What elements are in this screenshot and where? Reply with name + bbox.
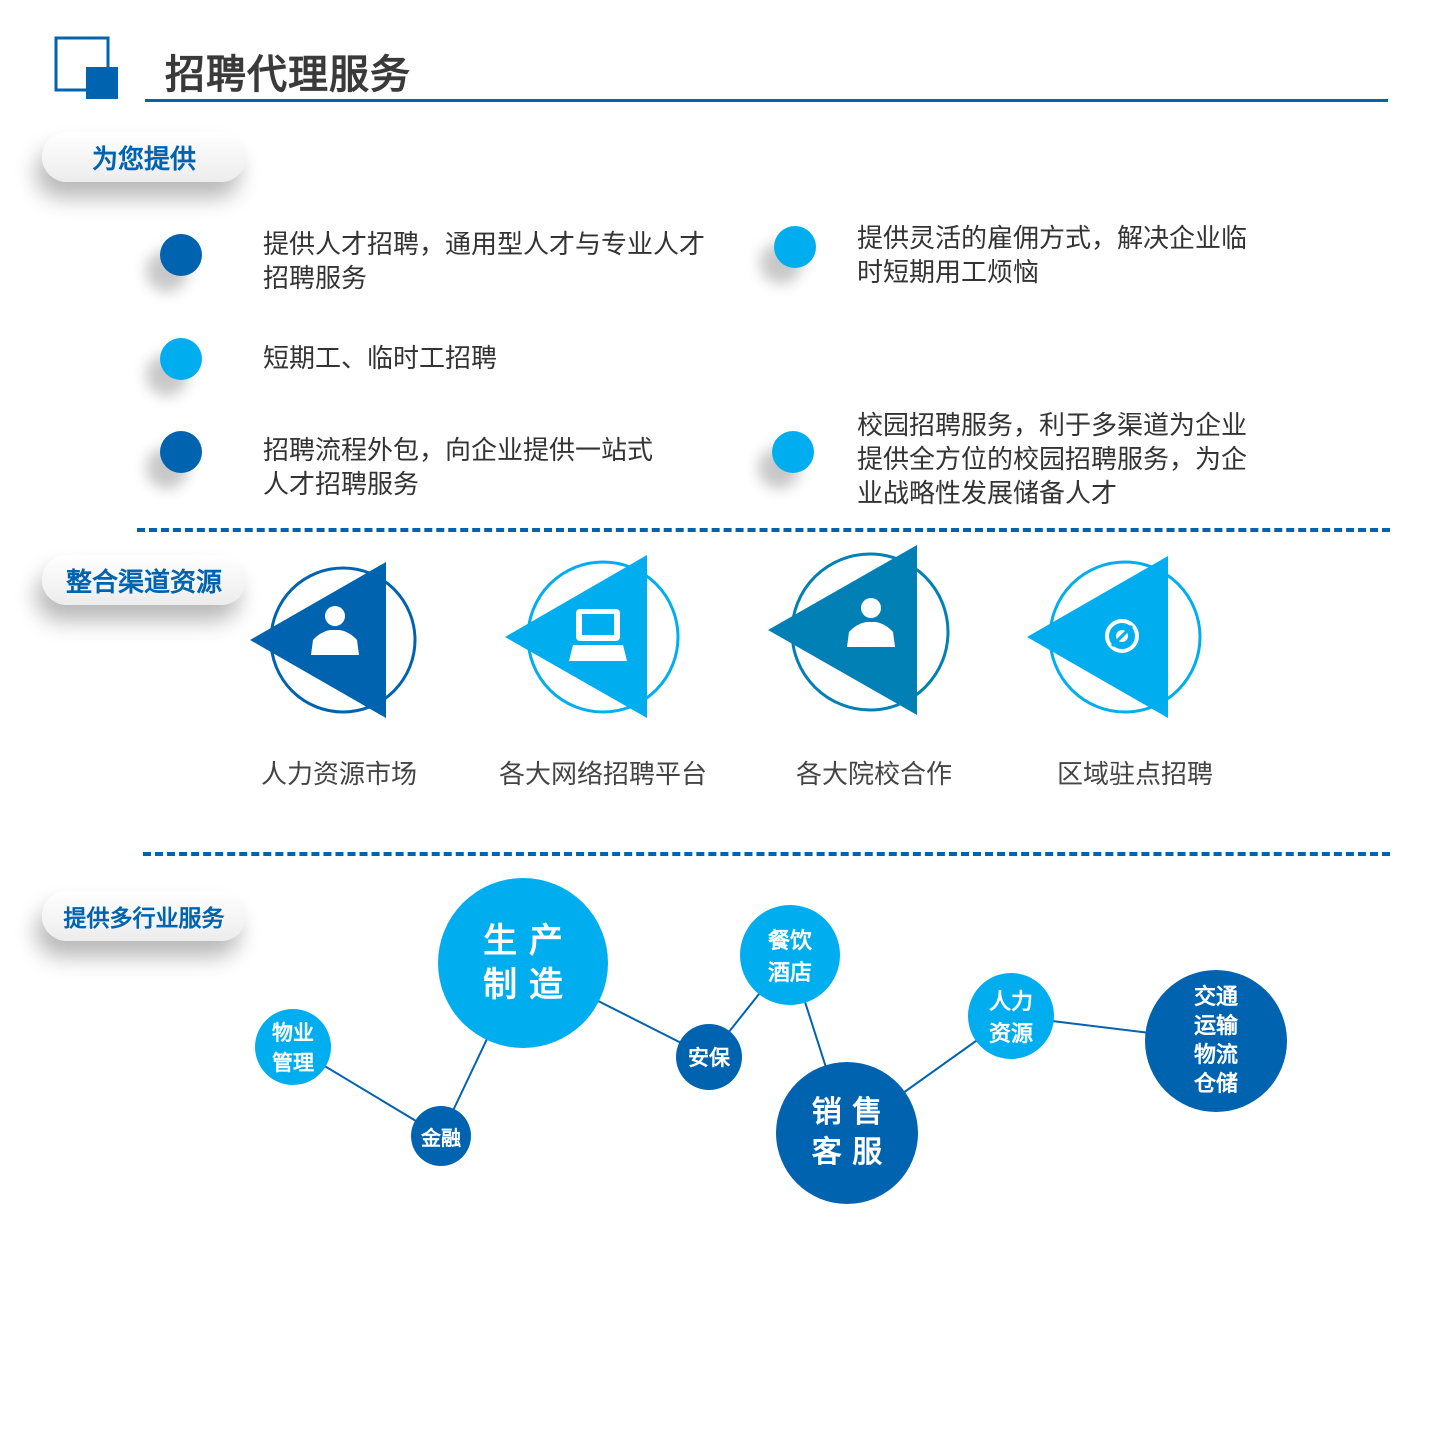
industry-bubble: 生 产 制 造 xyxy=(438,878,608,1048)
logo-square-outline xyxy=(54,36,110,92)
channel-icon-3 xyxy=(768,545,950,715)
bullet-dot xyxy=(160,338,202,380)
industry-bubble: 金融 xyxy=(411,1106,471,1166)
bullet-dot xyxy=(160,431,202,473)
offer-item: 短期工、临时工招聘 xyxy=(263,344,498,374)
bullet-dot xyxy=(772,431,814,473)
channel-label: 人力资源市场 xyxy=(261,760,418,790)
section-divider xyxy=(143,852,1390,856)
industry-bubble: 交通 运输 物流 仓储 xyxy=(1145,970,1287,1112)
channel-icon-1 xyxy=(250,562,417,718)
offer-item: 校园招聘服务，利于多渠道为企业 提供全方位的校园招聘服务，为企 业战略性发展储备… xyxy=(857,411,1248,509)
industry-bubble: 餐饮 酒店 xyxy=(740,905,840,1005)
title-underline xyxy=(145,99,1388,102)
industry-bubble: 人力 资源 xyxy=(968,973,1054,1059)
section-divider xyxy=(137,528,1390,532)
person-icon xyxy=(847,598,895,647)
offer-item: 提供人才招聘，通用型人才与专业人才 招聘服务 xyxy=(263,230,706,294)
section-label-industries: 提供多行业服务 xyxy=(42,891,246,941)
offer-item: 提供灵活的雇佣方式，解决企业临 时短期用工烦恼 xyxy=(857,224,1248,288)
industry-bubble: 销 售 客 服 xyxy=(776,1062,918,1204)
channel-label: 区域驻点招聘 xyxy=(1057,760,1214,790)
bullet-dot xyxy=(774,226,816,268)
logo-square-fill xyxy=(86,67,118,99)
channel-label: 各大院校合作 xyxy=(796,760,953,790)
industry-bubble: 物业 管理 xyxy=(255,1009,331,1085)
section-label-offer: 为您提供 xyxy=(42,132,246,182)
section-label-channels: 整合渠道资源 xyxy=(42,555,246,605)
industry-bubble: 安保 xyxy=(676,1024,742,1090)
channel-icon-4 xyxy=(1027,556,1202,718)
page-title: 招聘代理服务 xyxy=(165,52,411,98)
offer-item: 招聘流程外包，向企业提供一站式 人才招聘服务 xyxy=(263,436,654,500)
channel-icon-2 xyxy=(505,555,680,718)
bullet-dot xyxy=(160,234,202,276)
channel-label: 各大网络招聘平台 xyxy=(499,760,708,790)
computer-icon xyxy=(569,609,627,661)
target-icon xyxy=(1105,619,1139,653)
person-icon xyxy=(311,606,359,655)
